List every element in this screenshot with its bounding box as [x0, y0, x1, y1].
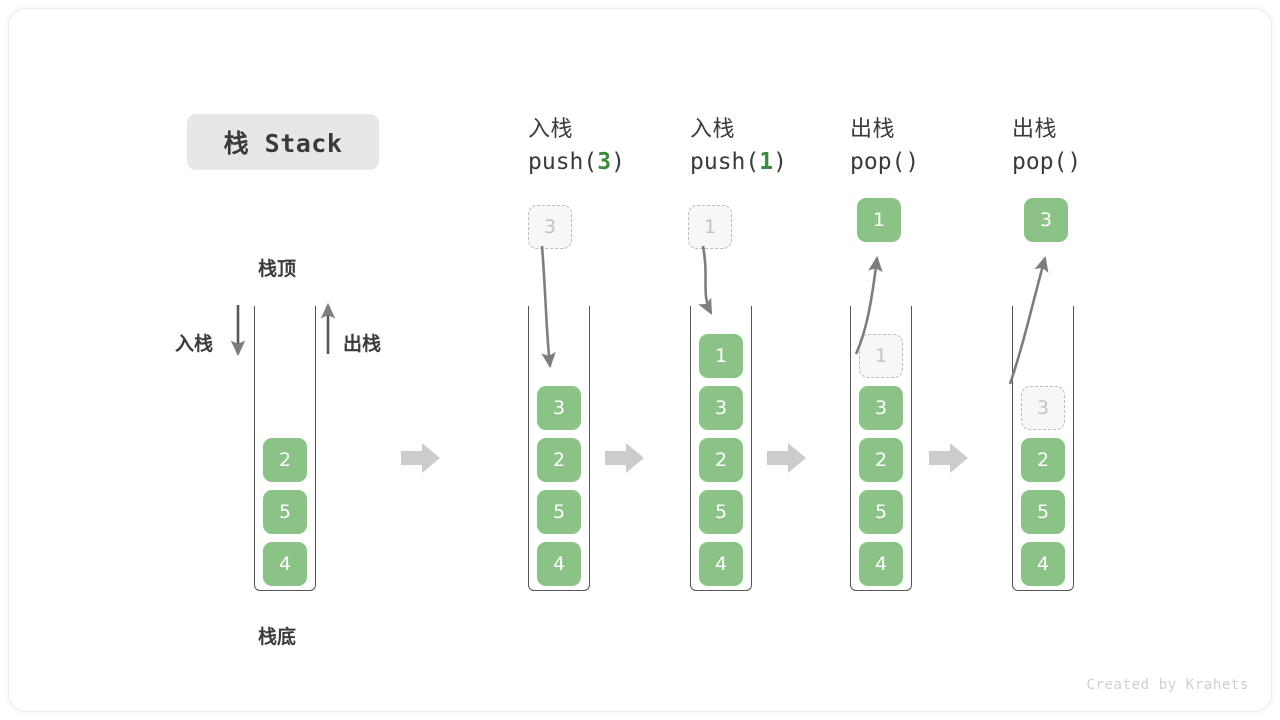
push-direction-label: 入栈: [175, 333, 214, 355]
stack-container-initial: 2 5 4: [254, 306, 316, 591]
flow-arrow-icon: [767, 441, 807, 475]
figure-title: 栈 Stack: [187, 114, 379, 170]
column-header-code: pop(): [850, 145, 1050, 179]
stack-item: 1: [699, 334, 743, 378]
stack-item: 2: [263, 438, 307, 482]
column-header-cn: 入栈: [690, 117, 736, 142]
push-motion-arrow-1: [698, 245, 713, 315]
stack-item: 4: [263, 542, 307, 586]
column-header-cn: 出栈: [850, 117, 896, 142]
stack-item: 5: [859, 490, 903, 534]
stack-item: 3: [537, 386, 581, 430]
code-post: ): [773, 149, 787, 175]
stack-item: 5: [537, 490, 581, 534]
floating-ghost-box-push-1: 1: [688, 205, 732, 249]
stack-bottom-label: 栈底: [258, 626, 297, 648]
stack-item: 4: [537, 542, 581, 586]
column-header-cn: 出栈: [1012, 117, 1058, 142]
code-post: ): [1067, 149, 1082, 175]
stack-item: 5: [263, 490, 307, 534]
stack-item: 4: [699, 542, 743, 586]
code-pre: pop(: [850, 149, 906, 175]
diagram-card: 栈 Stack 栈顶 栈底 入栈 出栈 2 5 4 入栈 push(3) 3 3…: [8, 8, 1272, 712]
stack-item-ghost: 1: [859, 334, 903, 378]
popped-box-1: 1: [857, 198, 901, 242]
stack-item: 4: [859, 542, 903, 586]
column-header-code: push(1): [690, 145, 890, 179]
stack-items-push-3: 3 2 5 4: [529, 386, 589, 586]
stack-item: 2: [537, 438, 581, 482]
stack-container-push-3: 3 2 5 4: [528, 306, 590, 591]
code-arg: 3: [597, 149, 612, 175]
stack-item: 3: [699, 386, 743, 430]
stack-container-pop-2: 3 2 5 4: [1012, 306, 1074, 591]
column-header-code: pop(): [1012, 145, 1212, 179]
stack-items-pop-2: 3 2 5 4: [1013, 386, 1073, 586]
column-header-cn: 入栈: [528, 117, 574, 142]
pop-direction-label: 出栈: [343, 333, 382, 355]
stack-item: 5: [699, 490, 743, 534]
flow-arrow-icon: [605, 441, 645, 475]
column-header-pop-2: 出栈 pop(): [1012, 115, 1212, 179]
code-pre: push(: [528, 149, 598, 175]
credit-text: Created by Krahets: [1086, 677, 1249, 693]
code-post: ): [611, 149, 625, 175]
column-header-pop-1: 出栈 pop(): [850, 115, 1050, 179]
column-header-code: push(3): [528, 145, 728, 179]
stack-items-initial: 2 5 4: [255, 438, 315, 586]
stack-item: 2: [1021, 438, 1065, 482]
code-arg: 1: [759, 149, 774, 175]
flow-arrow-icon: [401, 441, 441, 475]
stack-top-label: 栈顶: [258, 258, 297, 280]
stack-item: 2: [859, 438, 903, 482]
stack-container-pop-1: 1 3 2 5 4: [850, 306, 912, 591]
flow-arrow-icon: [929, 441, 969, 475]
stack-item: 5: [1021, 490, 1065, 534]
code-pre: pop(: [1012, 149, 1068, 175]
popped-box-2: 3: [1024, 198, 1068, 242]
stack-items-push-1: 1 3 2 5 4: [691, 334, 751, 586]
stack-item: 2: [699, 438, 743, 482]
stack-item: 4: [1021, 542, 1065, 586]
column-header-push-1: 入栈 push(1): [690, 115, 890, 179]
stack-container-push-1: 1 3 2 5 4: [690, 306, 752, 591]
floating-ghost-box-push-3: 3: [528, 205, 572, 249]
stack-items-pop-1: 1 3 2 5 4: [851, 334, 911, 586]
code-pre: push(: [690, 149, 760, 175]
code-post: ): [905, 149, 920, 175]
stack-item-ghost: 3: [1021, 386, 1065, 430]
column-header-push-3: 入栈 push(3): [528, 115, 728, 179]
stack-item: 3: [859, 386, 903, 430]
